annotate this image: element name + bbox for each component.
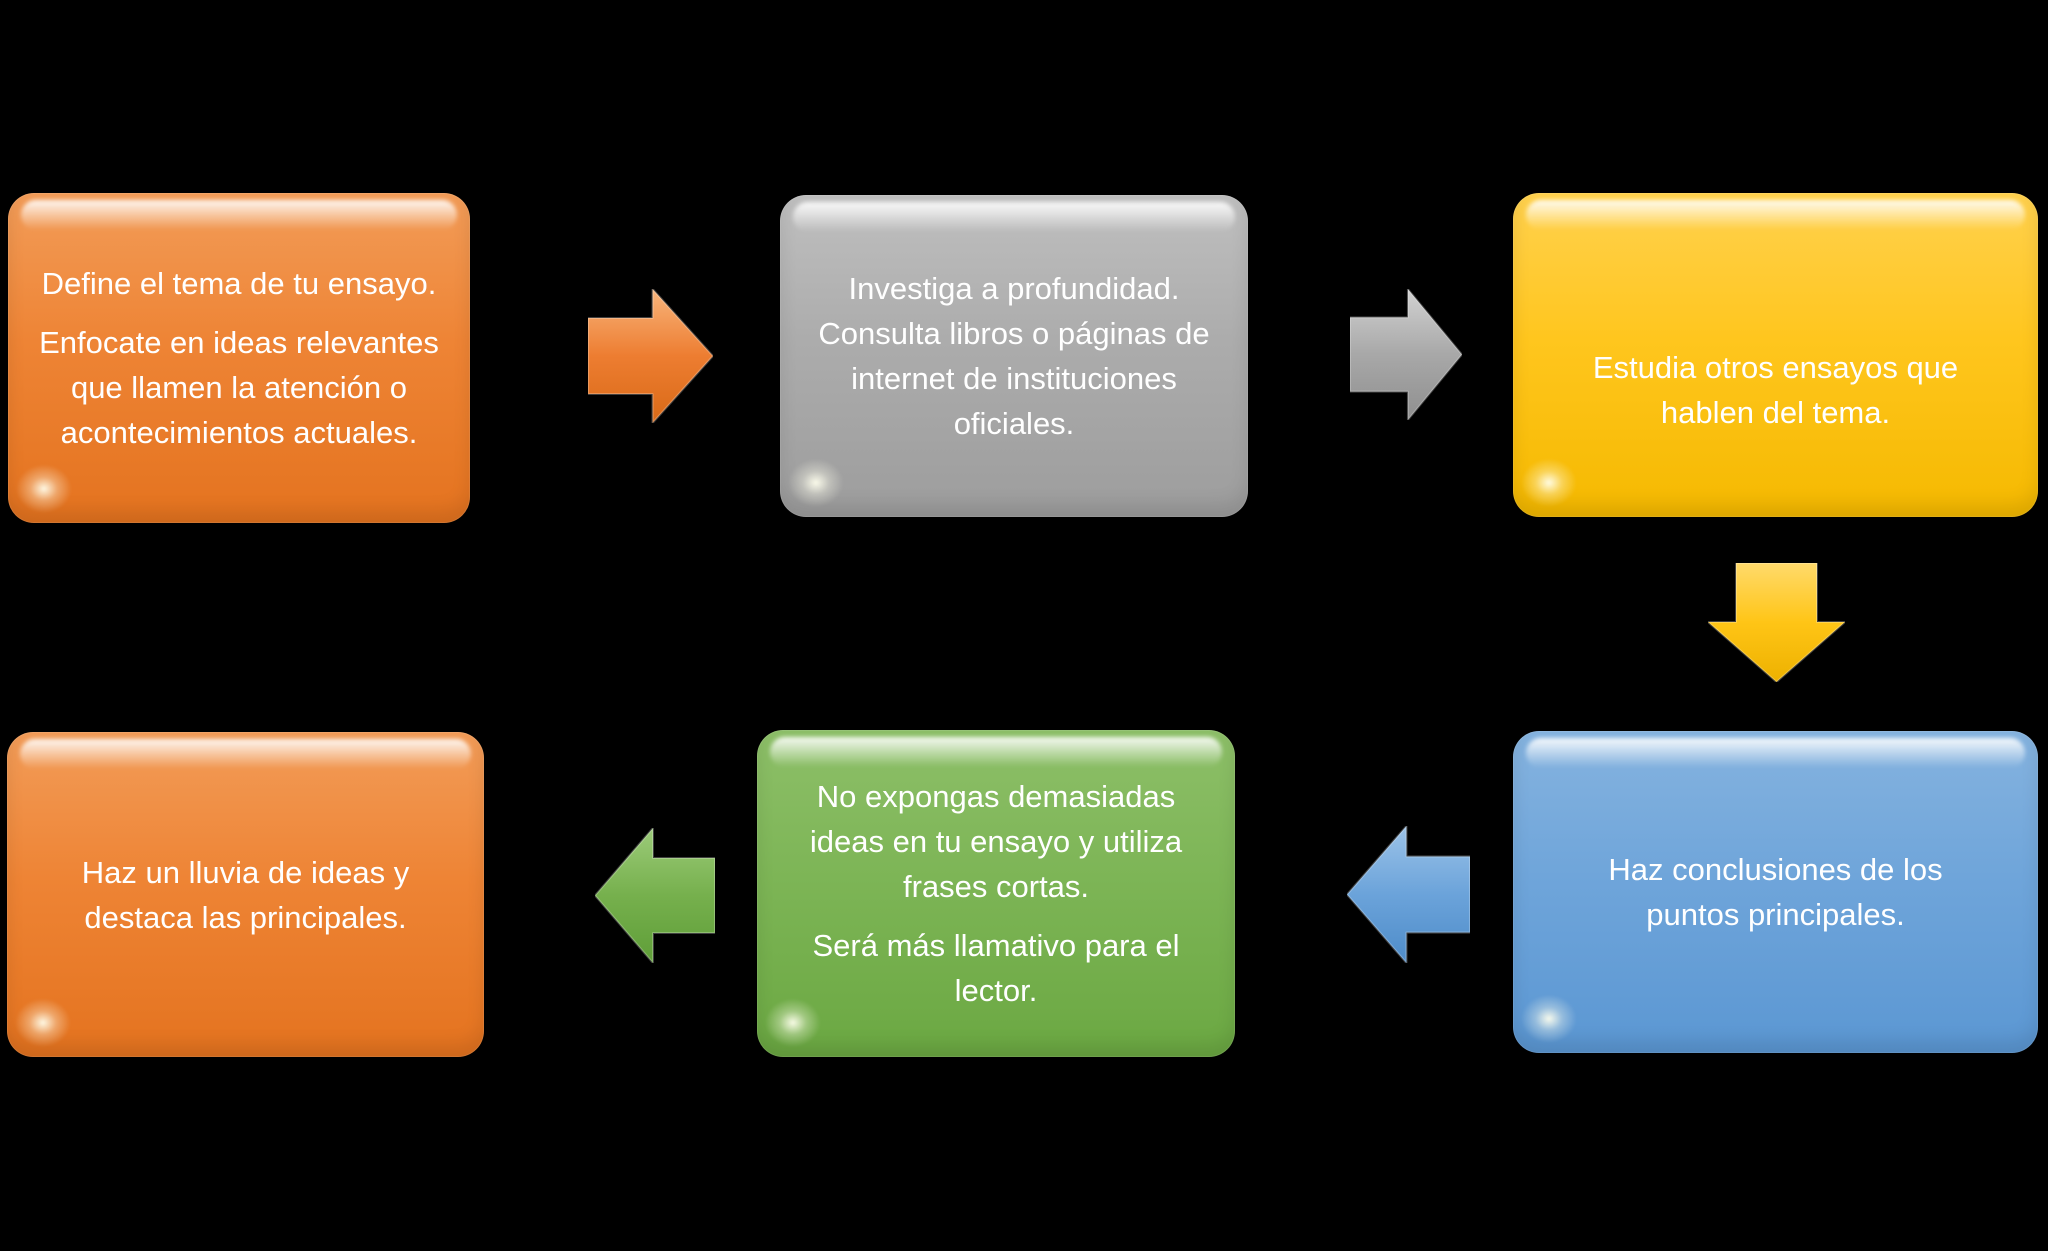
step-box-few-ideas: No expongas demasiadas ideas en tu ensay… <box>757 730 1235 1057</box>
step-paragraph: Investiga a profundidad. Consulta libros… <box>818 271 1210 441</box>
right-arrow-icon <box>588 289 713 423</box>
left-arrow-icon <box>595 828 715 963</box>
step-box-define-topic: Define el tema de tu ensayo. Enfocate en… <box>8 193 470 523</box>
step-box-research: Investiga a profundidad. Consulta libros… <box>780 195 1248 517</box>
step-paragraph: Enfocate en ideas relevantes que llamen … <box>39 325 439 450</box>
down-arrow-icon <box>1708 563 1845 682</box>
step-box-brainstorm: Haz un lluvia de ideas y destaca las pri… <box>7 732 484 1057</box>
step-box-study-other-essays: Estudia otros ensayos que hablen del tem… <box>1513 193 2038 517</box>
step-paragraph: Estudia otros ensayos que hablen del tem… <box>1592 350 1959 430</box>
left-arrow-icon <box>1347 826 1470 963</box>
right-arrow-icon <box>1350 289 1462 420</box>
step-box-make-conclusions: Haz conclusiones de los puntos principal… <box>1513 731 2038 1053</box>
step-paragraph: Haz un lluvia de ideas y destaca las pri… <box>81 854 410 935</box>
step-paragraph: Será más llamativo para el lector. <box>812 928 1180 1008</box>
step-paragraph: Haz conclusiones de los puntos principal… <box>1608 852 1943 932</box>
step-paragraph: No expongas demasiadas ideas en tu ensay… <box>809 779 1183 904</box>
step-paragraph: Define el tema de tu ensayo. <box>41 266 437 301</box>
